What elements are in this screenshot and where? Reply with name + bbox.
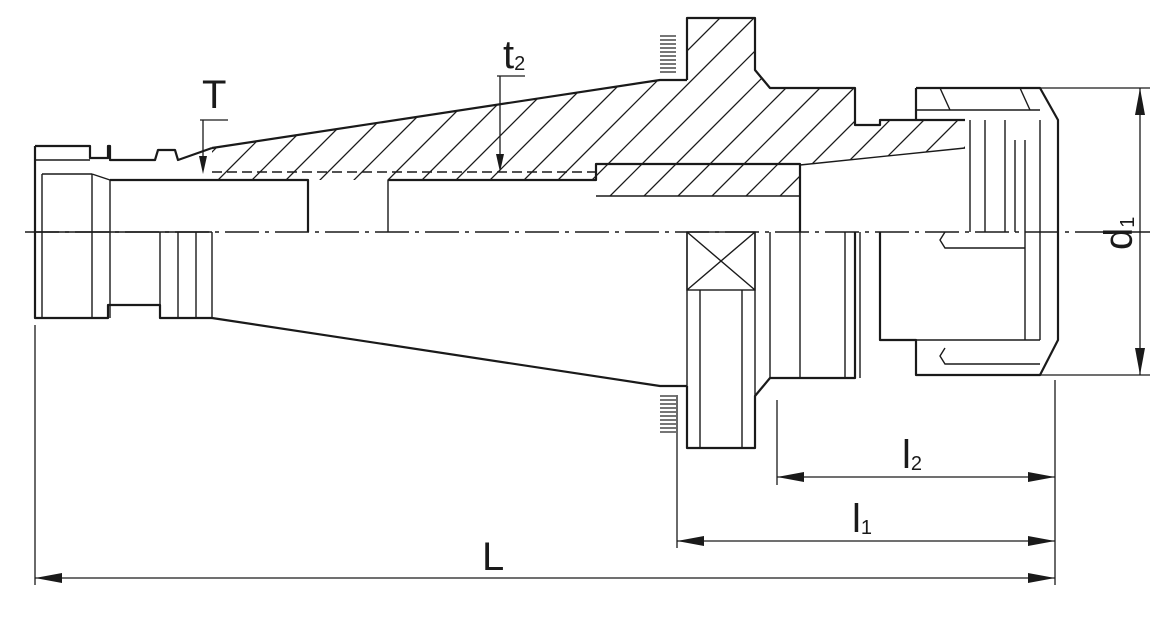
section-hatching: [212, 18, 965, 196]
label-d1: d1: [1097, 217, 1141, 250]
flange-knurl-top: [660, 35, 676, 73]
label-L: L: [482, 535, 504, 579]
dimension-d1: d1: [1097, 88, 1145, 375]
drive-key: [686, 231, 756, 291]
dimension-l1: l1: [677, 497, 1055, 546]
leader-t2: t2: [496, 33, 525, 172]
extension-lines: [34, 87, 1150, 585]
label-l1: l1: [852, 497, 872, 541]
retention-end: [33, 144, 213, 320]
label-T: T: [202, 73, 226, 117]
flange: [685, 16, 966, 450]
leader-T: T: [199, 73, 228, 174]
flange-knurl-bottom: [660, 395, 676, 433]
dimension-l2: l2: [777, 433, 1055, 482]
label-t2: t2: [503, 33, 525, 77]
label-l2: l2: [902, 433, 922, 477]
dimension-L: L: [35, 535, 1055, 583]
taper-body: [110, 78, 802, 388]
